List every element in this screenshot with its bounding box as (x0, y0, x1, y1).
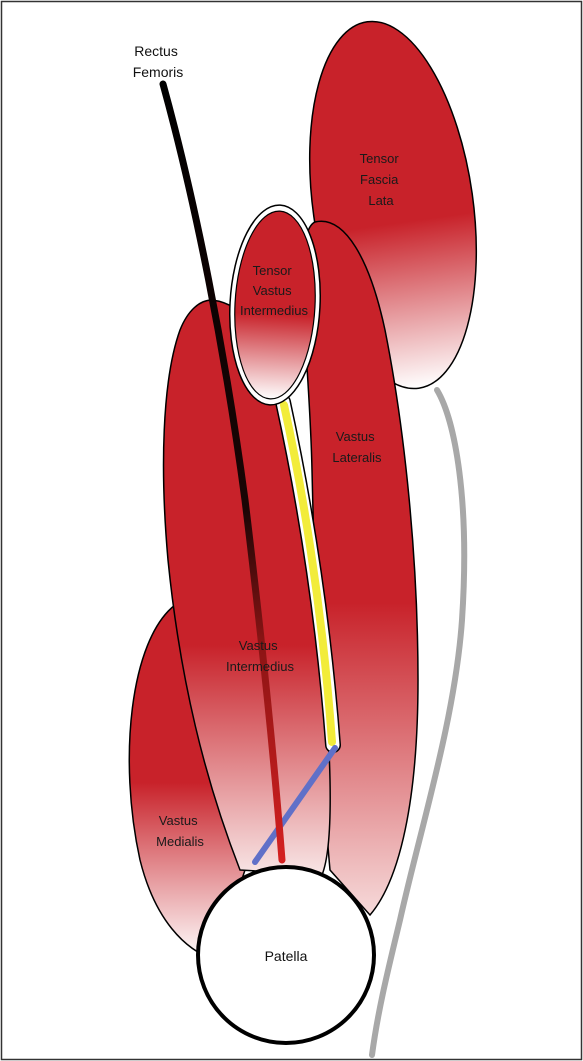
patella-label: Patella (265, 948, 308, 964)
